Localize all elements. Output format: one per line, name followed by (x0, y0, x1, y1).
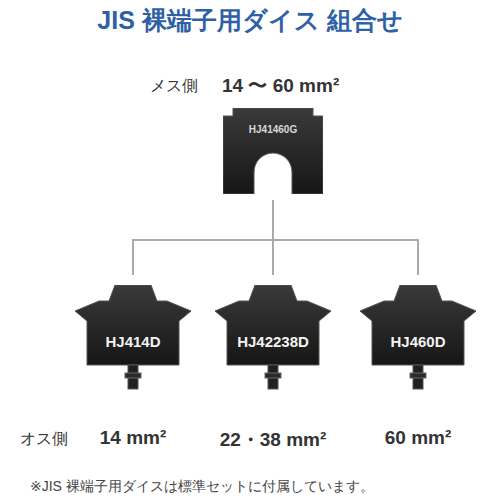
die-body (360, 285, 476, 365)
die-marking: HJ41460G (249, 124, 297, 135)
die-body (223, 108, 323, 194)
female-die: HJ41460G (223, 108, 323, 194)
title: JIS 裸端子用ダイス 組合せ (97, 4, 402, 37)
side-label: メス側 (150, 76, 198, 97)
die-marking: HJ460D (390, 333, 445, 350)
size-label: 14 mm² (100, 427, 167, 449)
die-pin-ring (125, 373, 141, 378)
male-die: HJ460D (360, 285, 476, 391)
die-pin-ring (410, 373, 426, 378)
die-marking: HJ42238D (237, 333, 309, 350)
die-marking: HJ414D (105, 333, 160, 350)
size-label: 14 〜 60 mm² (222, 73, 339, 99)
male-die: HJ42238D (215, 285, 331, 391)
die-body (215, 285, 331, 365)
size-label: 22・38 mm² (220, 427, 327, 453)
die-outline (223, 108, 323, 194)
tree-connector (133, 200, 273, 275)
die-pin-ring (265, 373, 281, 378)
footnote: ※JIS 裸端子用ダイスは標準セットに付属しています。 (30, 478, 374, 496)
male-die: HJ414D (75, 285, 191, 391)
die-body (75, 285, 191, 365)
side-label: オス側 (20, 429, 68, 450)
tree-connector (273, 200, 418, 275)
size-label: 60 mm² (385, 427, 452, 449)
